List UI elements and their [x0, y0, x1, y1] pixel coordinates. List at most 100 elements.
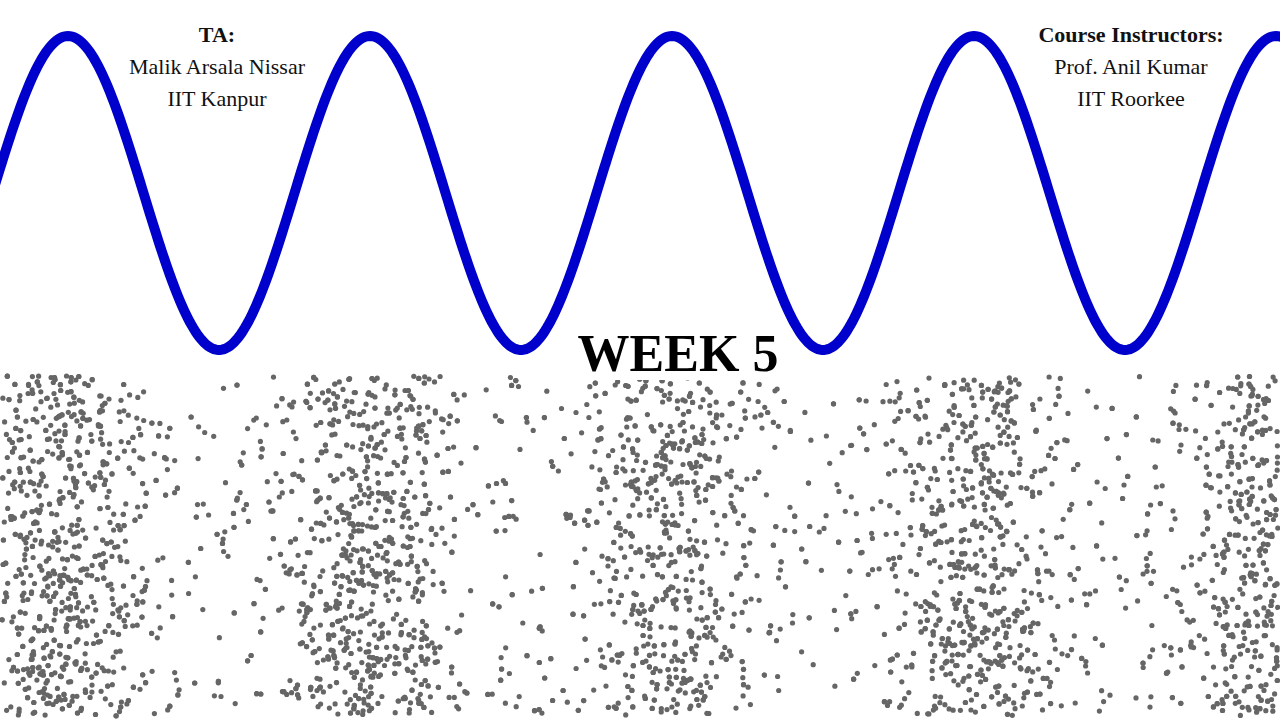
particle-dot — [340, 574, 345, 579]
particle-dot — [954, 573, 959, 578]
particle-dot — [1255, 403, 1260, 408]
particle-dot — [951, 489, 956, 494]
particle-dot — [110, 682, 115, 687]
particle-dot — [623, 529, 628, 534]
particle-dot — [1205, 452, 1210, 457]
particle-dot — [1069, 647, 1074, 652]
particle-dot — [429, 527, 434, 532]
particle-dot — [6, 491, 11, 496]
particle-dot — [1230, 597, 1235, 602]
particle-dot — [1264, 458, 1269, 463]
particle-dot — [681, 668, 686, 673]
particle-dot — [1101, 699, 1106, 704]
particle-dot — [884, 382, 889, 387]
particle-dot — [853, 609, 858, 614]
particle-dot — [79, 666, 84, 671]
particle-dot — [1006, 617, 1011, 622]
particle-dot — [783, 584, 788, 589]
particle-dot — [987, 659, 992, 664]
particle-dot — [1120, 496, 1125, 501]
particle-dot — [938, 694, 943, 699]
particle-dot — [1243, 563, 1248, 568]
particle-dot — [605, 484, 610, 489]
particle-dot — [659, 450, 664, 455]
particle-dot — [1229, 454, 1234, 459]
particle-dot — [16, 632, 21, 637]
particle-dot — [1224, 542, 1229, 547]
particle-dot — [864, 447, 869, 452]
particle-dot — [94, 633, 99, 638]
particle-dot — [1259, 684, 1264, 689]
particle-dot — [897, 626, 902, 631]
particle-dot — [72, 401, 77, 406]
particle-dot — [1009, 396, 1014, 401]
particle-dot — [320, 390, 325, 395]
particle-dot — [550, 698, 555, 703]
particle-dot — [537, 660, 542, 665]
particle-dot — [685, 480, 690, 485]
particle-dot — [1233, 694, 1238, 699]
particle-dot — [692, 657, 697, 662]
particle-dot — [326, 537, 331, 542]
particle-dot — [827, 461, 832, 466]
particle-dot — [12, 486, 17, 491]
particle-dot — [966, 673, 971, 678]
particle-dot — [739, 487, 744, 492]
particle-dot — [1239, 492, 1244, 497]
particle-dot — [31, 521, 36, 526]
particle-dot — [849, 443, 854, 448]
particle-dot — [1025, 690, 1030, 695]
particle-dot — [88, 695, 93, 700]
particle-dot — [887, 503, 892, 508]
particle-dot — [468, 588, 473, 593]
particle-dot — [258, 629, 263, 634]
particle-dot — [855, 671, 860, 676]
particle-dot — [746, 397, 751, 402]
particle-dot — [1099, 688, 1104, 693]
particle-dot — [622, 468, 627, 473]
particle-dot — [1268, 512, 1273, 517]
particle-dot — [1261, 542, 1266, 547]
particle-dot — [870, 567, 875, 572]
particle-dot — [416, 599, 421, 604]
particle-dot — [714, 674, 719, 679]
particle-dot — [817, 529, 822, 534]
particle-dot — [959, 560, 964, 565]
particle-dot — [62, 432, 67, 437]
particle-dot — [1025, 648, 1030, 653]
particle-dot — [20, 513, 25, 518]
particle-dot — [138, 432, 143, 437]
particle-dot — [186, 560, 191, 565]
particle-dot — [741, 543, 746, 548]
particle-dot — [882, 632, 887, 637]
particle-dot — [98, 475, 103, 480]
particle-dot — [1134, 533, 1139, 538]
particle-dot — [1041, 676, 1046, 681]
particle-dot — [951, 620, 956, 625]
particle-dot — [1220, 708, 1225, 713]
particle-dot — [1246, 408, 1251, 413]
particle-dot — [490, 601, 495, 606]
particle-dot — [1012, 660, 1017, 665]
particle-dot — [931, 629, 936, 634]
particle-dot — [509, 498, 514, 503]
particle-dot — [135, 395, 140, 400]
particle-dot — [694, 616, 699, 621]
particle-dot — [635, 496, 640, 501]
particle-dot — [699, 432, 704, 437]
particle-dot — [98, 506, 103, 511]
particle-dot — [743, 599, 748, 604]
particle-dot — [918, 546, 923, 551]
particle-dot — [933, 542, 938, 547]
particle-dot — [80, 528, 85, 533]
particle-dot — [68, 591, 73, 596]
particle-dot — [464, 690, 469, 695]
particle-dot — [1240, 643, 1245, 648]
particle-dot — [118, 419, 123, 424]
particle-dot — [1255, 624, 1260, 629]
particle-dot — [446, 469, 451, 474]
particle-dot — [689, 646, 694, 651]
particle-dot — [1227, 421, 1232, 426]
particle-dot — [96, 639, 101, 644]
particle-dot — [1263, 633, 1268, 638]
